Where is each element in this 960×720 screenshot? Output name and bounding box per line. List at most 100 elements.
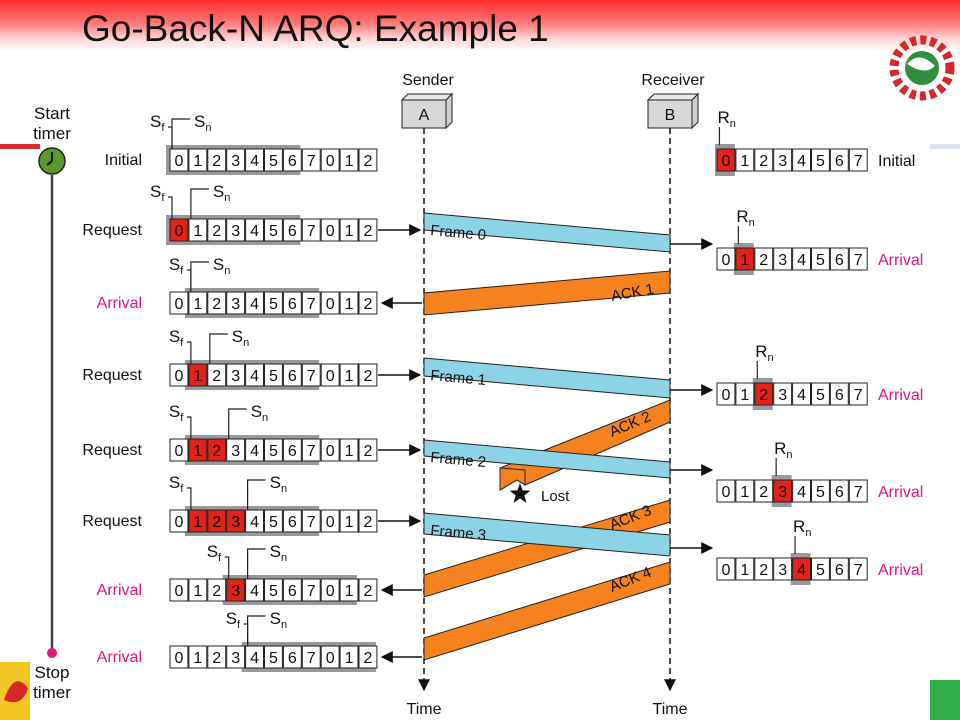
sender-cell-label: 7 xyxy=(307,368,316,385)
sender-cell xyxy=(320,438,340,462)
rn-pointer-label: Rn xyxy=(793,517,811,539)
sf-pointer-label: Sf xyxy=(169,327,184,349)
sender-cell xyxy=(358,509,378,533)
sender-row-label: Arrival xyxy=(97,295,142,312)
sender-box-label: A xyxy=(419,107,430,124)
receiver-cell xyxy=(792,247,811,271)
sender-cell-label: 0 xyxy=(326,223,335,240)
sender-cell-label: 0 xyxy=(174,650,183,667)
receiver-cell-label: 1 xyxy=(740,252,749,269)
sender-cell-label: 6 xyxy=(288,368,297,385)
sender-cell-label: 2 xyxy=(363,443,372,460)
sf-pointer-label: Sf xyxy=(150,112,165,134)
receiver-cell xyxy=(811,479,830,503)
sender-cell-label: 0 xyxy=(326,650,335,667)
receiver-cell-label: 5 xyxy=(816,562,825,579)
sender-time-label: Time xyxy=(407,701,442,718)
sender-cell-label: 6 xyxy=(288,514,297,531)
receiver-cell xyxy=(792,148,811,172)
sender-cell xyxy=(358,363,378,387)
sf-pointer xyxy=(186,416,192,439)
sn-pointer-label: Sn xyxy=(213,255,230,277)
sender-cell-label: 1 xyxy=(193,296,202,313)
sn-pointer xyxy=(228,408,247,439)
sender-cell-label: 7 xyxy=(307,443,316,460)
sn-pointer xyxy=(247,479,266,510)
sender-cell xyxy=(301,148,321,172)
sender-cell-label: 5 xyxy=(269,368,278,385)
sender-row-label: Request xyxy=(82,367,142,384)
sender-cell-label: 2 xyxy=(363,296,372,313)
sender-cell xyxy=(264,291,283,315)
sender-cell-label: 4 xyxy=(250,583,259,600)
receiver-time-label: Time xyxy=(653,701,688,718)
receiver-cell-label: 5 xyxy=(816,387,825,404)
sender-cell xyxy=(207,363,227,387)
sender-cell-label: 3 xyxy=(231,650,240,667)
sender-cell-label: 6 xyxy=(288,223,297,240)
sender-cell-label: 5 xyxy=(269,583,278,600)
sender-cell-label: 7 xyxy=(307,583,316,600)
sender-cell-label: 2 xyxy=(212,223,221,240)
sender-cell-label: 2 xyxy=(363,514,372,531)
sender-cell xyxy=(245,578,265,602)
rn-pointer-label: Rn xyxy=(755,342,773,364)
sender-cell-label: 0 xyxy=(174,583,183,600)
sender-cell xyxy=(301,578,321,602)
sender-cell xyxy=(169,363,189,387)
sn-pointer-label: Sn xyxy=(251,402,268,424)
sender-cell-label: 4 xyxy=(250,650,259,667)
sender-cell-label: 2 xyxy=(363,368,372,385)
sender-cell-label: 7 xyxy=(307,514,316,531)
sf-pointer-label: Sf xyxy=(150,182,165,204)
frame-label: Frame 0 xyxy=(430,222,487,244)
sender-cell xyxy=(339,148,359,172)
sender-cell-label: 2 xyxy=(212,650,221,667)
sender-cell xyxy=(188,291,208,315)
sn-pointer-label: Sn xyxy=(194,112,211,134)
sender-cell xyxy=(207,148,227,172)
receiver-cell-label: 0 xyxy=(721,484,730,501)
sender-cell-label: 5 xyxy=(269,443,278,460)
bottom-left-logo xyxy=(0,662,30,720)
sender-cell-label: 3 xyxy=(231,514,240,531)
sender-cell-label: 6 xyxy=(288,153,297,170)
sender-cell xyxy=(226,645,246,669)
sender-cell xyxy=(264,578,283,602)
receiver-cell xyxy=(735,148,755,172)
sender-cell-label: 2 xyxy=(212,296,221,313)
receiver-cell-label: 0 xyxy=(721,562,730,579)
sender-cell xyxy=(245,218,265,242)
rn-pointer-label: Rn xyxy=(736,207,754,229)
timer-section: Start timer Stop timer xyxy=(33,104,71,702)
sender-row-label: Request xyxy=(82,513,142,530)
sender-cell xyxy=(301,509,321,533)
sender-cell xyxy=(282,218,302,242)
sender-cell xyxy=(301,645,321,669)
sender-cell xyxy=(245,438,265,462)
title-bar xyxy=(0,0,960,52)
sender-cell-label: 1 xyxy=(193,153,202,170)
receiver-cell xyxy=(829,557,849,581)
message-frame-2: Frame 2 xyxy=(423,439,714,479)
sender-cell-label: 0 xyxy=(326,296,335,313)
sender-cell-label: 0 xyxy=(326,514,335,531)
sn-pointer xyxy=(171,118,190,149)
receiver-cell-label: 1 xyxy=(740,562,749,579)
sender-cell-label: 2 xyxy=(212,443,221,460)
sender-cell-label: 4 xyxy=(250,296,259,313)
sender-cell xyxy=(282,148,302,172)
receiver-cell xyxy=(754,247,774,271)
receiver-header: Receiver B xyxy=(641,72,705,130)
sender-cell xyxy=(301,363,321,387)
sender-cell-label: 1 xyxy=(345,583,354,600)
receiver-cell-label: 0 xyxy=(721,252,730,269)
receiver-cell xyxy=(773,557,793,581)
